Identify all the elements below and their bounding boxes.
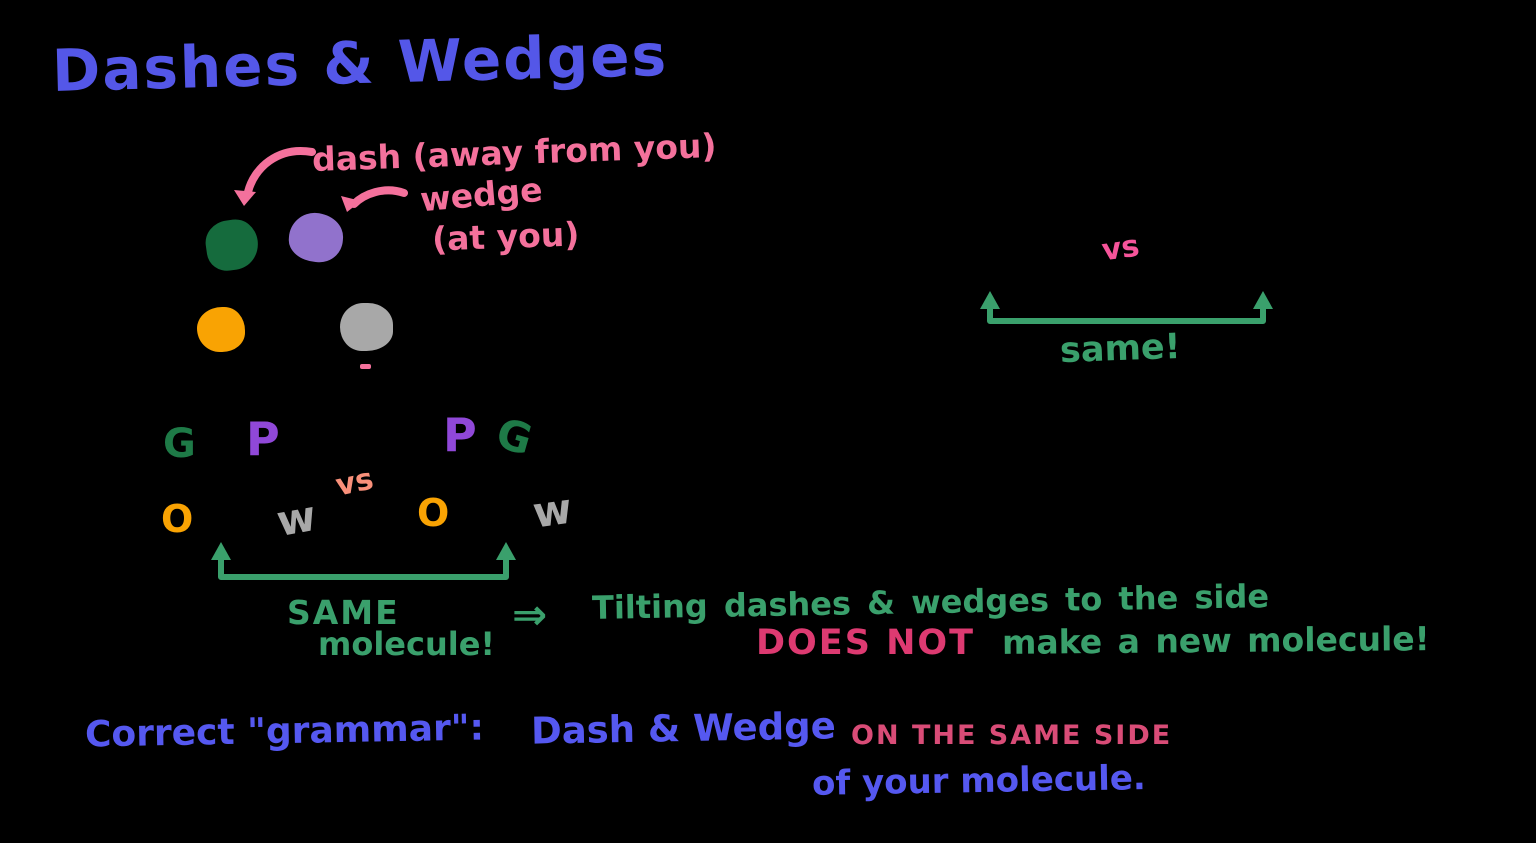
left-molecule-letter-g: G (163, 421, 196, 467)
tilting-note-line2: make a new molecule! (1001, 619, 1430, 662)
right-molecule-letter-w: w (529, 483, 575, 538)
vs-label-right: vs (1099, 228, 1142, 269)
left-molecule-letter-w: w (272, 491, 320, 547)
implies-arrow-icon: ⇒ (512, 590, 548, 639)
left-molecule-letter-p: P (246, 412, 280, 466)
small-pink-dash-mark (360, 364, 371, 369)
same-caption-right: same! (1059, 326, 1182, 372)
does-not-emphasis: DOES NOT (756, 623, 976, 663)
left-molecule-letter-o: O (161, 497, 194, 541)
dash-label: dash (away from you) (311, 125, 718, 180)
right-molecule-letter-g: G (491, 408, 538, 465)
at-you-label: (at you) (431, 214, 581, 259)
vs-label-left: vs (332, 461, 377, 504)
grammar-note-prefix: Correct "grammar": (84, 707, 485, 756)
same-molecule-caption-line2: molecule! (318, 625, 496, 663)
gray-blob (340, 303, 393, 351)
wedge-label: wedge (418, 169, 544, 220)
page-title: Dashes & Wedges (51, 20, 669, 106)
right-molecule-letter-o: O (417, 491, 450, 535)
same-molecule-bracket (211, 542, 516, 580)
green-dash-blob (202, 216, 262, 274)
orange-blob (197, 307, 245, 352)
wedge-annotation-arrow (341, 186, 408, 212)
right-molecule-letter-p: P (443, 408, 477, 462)
same-comparison-bracket (980, 291, 1273, 324)
grammar-note-line2: of your molecule. (811, 758, 1147, 804)
same-molecule-caption-line1: SAME (287, 593, 400, 632)
tilting-note-line1: Tilting dashes & wedges to the side (591, 577, 1270, 627)
purple-wedge-blob (287, 211, 345, 264)
grammar-note-highlight: ON THE SAME SIDE (851, 720, 1173, 751)
grammar-note-dash-wedge: Dash & Wedge (530, 704, 837, 753)
dash-annotation-arrow (234, 147, 316, 206)
